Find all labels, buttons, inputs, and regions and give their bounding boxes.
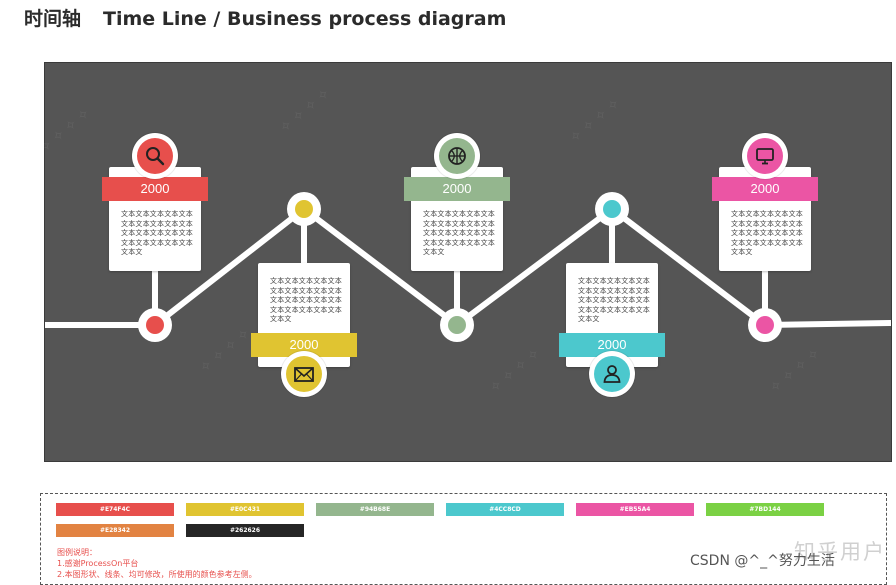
- color-swatch: #94B68E: [316, 503, 434, 516]
- color-swatch: #EB55A4: [576, 503, 694, 516]
- csdn-watermark: CSDN @^_^努力生活: [690, 553, 835, 569]
- milestone-text: 文本文本文本文本文本文本文本文本文本文本文本文本文本文本文本文本文本文本文本文本…: [121, 210, 193, 256]
- legend-panel: 图例说明： 1.感谢ProcessOn平台 2.本图形状、线条、均可修改，所使用…: [40, 493, 887, 585]
- timeline-node-dot: [146, 316, 164, 334]
- milestone-icon-badge: [281, 351, 327, 397]
- legend-note: 2.本图形状、线条、均可修改，所使用的颜色参考左侧。: [57, 570, 257, 579]
- timeline-node-dot: [756, 316, 774, 334]
- mail-icon: [294, 367, 314, 382]
- timeline-node-dot: [603, 200, 621, 218]
- milestone-icon-badge: [742, 133, 788, 179]
- page-title-zh: 时间轴: [24, 8, 82, 30]
- search-icon: [146, 147, 165, 166]
- user-icon: [603, 365, 621, 383]
- milestone-text: 文本文本文本文本文本文本文本文本文本文本文本文本文本文本文本文本文本文本文本文本…: [270, 277, 342, 323]
- timeline-node-dot: [295, 200, 313, 218]
- milestone-year-label: 2000: [712, 177, 818, 201]
- legend-title: 图例说明：: [57, 548, 97, 557]
- page-title-en: Time Line / Business process diagram: [103, 8, 507, 30]
- milestone-year-label: 2000: [404, 177, 510, 201]
- basketball-icon: [448, 147, 466, 165]
- color-swatch: #E74F4C: [56, 503, 174, 516]
- milestone-text: 文本文本文本文本文本文本文本文本文本文本文本文本文本文本文本文本文本文本文本文本…: [578, 277, 650, 323]
- color-swatch: #7BD144: [706, 503, 824, 516]
- timeline-node-dot: [448, 316, 466, 334]
- monitor-icon: [756, 148, 774, 165]
- milestone-icon-badge: [434, 133, 480, 179]
- color-swatch: #262626: [186, 524, 304, 537]
- color-swatch: #4CC8CD: [446, 503, 564, 516]
- timeline-nodes: [138, 192, 782, 342]
- color-swatch: #E0C431: [186, 503, 304, 516]
- page-title: 时间轴 Time Line / Business process diagram: [24, 4, 506, 32]
- color-swatch: #E28342: [56, 524, 174, 537]
- icon-badge-fill: [286, 356, 322, 392]
- diagram-canvas: ✧ ✧ ✧ ✧ ✧ ✧ ✧ ✧ ✧ ✧ ✧ ✧ ✧ ✧ ✧ ✧ ✧ ✧ ✧ ✧ …: [37, 62, 892, 462]
- milestone-icon-badge: [589, 351, 635, 397]
- legend-note: 1.感谢ProcessOn平台: [57, 559, 139, 568]
- icon-badge-fill: [137, 138, 173, 174]
- icon-badge-fill: [747, 138, 783, 174]
- milestone-year-label: 2000: [102, 177, 208, 201]
- milestone-icon-badge: [132, 133, 178, 179]
- milestone-text: 文本文本文本文本文本文本文本文本文本文本文本文本文本文本文本文本文本文本文本文本…: [423, 210, 495, 256]
- milestone-text: 文本文本文本文本文本文本文本文本文本文本文本文本文本文本文本文本文本文本文本文本…: [731, 210, 803, 256]
- site-watermark: 知乎用户: [794, 540, 886, 564]
